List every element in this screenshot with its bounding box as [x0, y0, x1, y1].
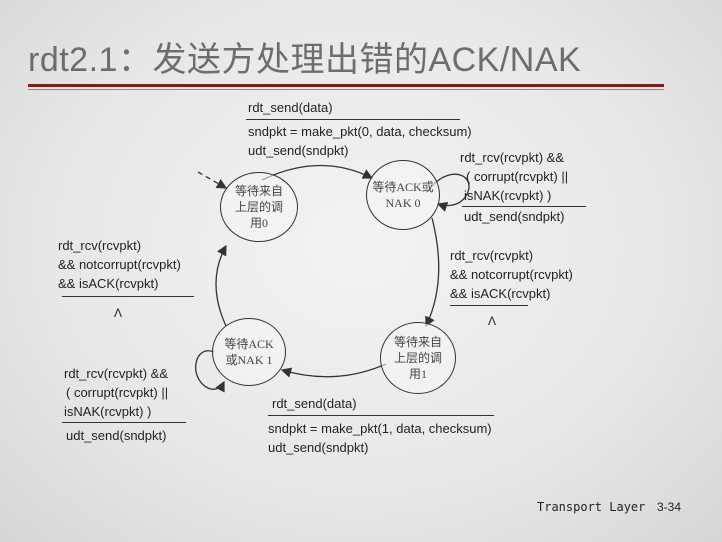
right-separator — [450, 305, 528, 306]
state-wait-call-0: 等待来自 上层的调 用0 — [220, 172, 298, 242]
initial-state-arrow — [197, 171, 228, 189]
self-left-event-2: ( corrupt(rcvpkt) || — [66, 385, 169, 400]
top-separator — [246, 119, 460, 120]
state-wait-ack-nak-0-label: 等待ACK或 NAK 0 — [372, 180, 434, 210]
state-wait-ack-nak-1: 等待ACK 或NAK 1 — [212, 318, 286, 386]
left-separator — [62, 296, 194, 297]
arrow-s2-to-s3 — [280, 363, 387, 378]
bottom-event: rdt_send(data) — [272, 396, 357, 411]
footer-page-number: 3-34 — [657, 500, 682, 514]
left-event-1: rdt_rcv(rcvpkt) — [58, 238, 142, 253]
state-wait-call-1: 等待来自 上层的调 用1 — [380, 322, 456, 394]
footer-text: Transport Layer — [537, 500, 646, 514]
self-left-action: udt_send(sndpkt) — [66, 428, 167, 443]
bottom-action-2: udt_send(sndpkt) — [268, 440, 369, 455]
left-event-3: && isACK(rcvpkt) — [58, 276, 159, 291]
state-wait-ack-nak-0: 等待ACK或 NAK 0 — [366, 160, 440, 230]
title-underline — [28, 84, 664, 87]
state-wait-call-1-label: 等待来自 上层的调 用1 — [393, 335, 442, 381]
self-left-event-3: isNAK(rcvpkt) ) — [64, 404, 152, 419]
top-event: rdt_send(data) — [248, 100, 333, 115]
arrow-s3-to-s0 — [215, 244, 227, 327]
title-underline-thin — [28, 89, 664, 90]
self-loop-s3 — [195, 350, 225, 393]
self-loop-s1 — [431, 173, 470, 212]
self-left-event-1: rdt_rcv(rcvpkt) && — [64, 366, 169, 381]
self-right-event-1: rdt_rcv(rcvpkt) && — [460, 150, 565, 165]
slide-title: rdt2.1：发送方处理出错的ACK/NAK — [28, 41, 582, 79]
right-event-1: rdt_rcv(rcvpkt) — [450, 248, 534, 263]
left-event-2: && notcorrupt(rcvpkt) — [58, 257, 181, 272]
self-right-action: udt_send(sndpkt) — [464, 209, 565, 224]
self-left-separator — [62, 422, 186, 423]
self-right-separator — [462, 206, 586, 207]
right-action: Λ — [488, 314, 497, 328]
right-event-2: && notcorrupt(rcvpkt) — [450, 267, 573, 282]
self-right-event-3: isNAK(rcvpkt) ) — [464, 188, 552, 203]
self-right-event-2: ( corrupt(rcvpkt) || — [466, 169, 569, 184]
bottom-action-1: sndpkt = make_pkt(1, data, checksum) — [268, 421, 492, 436]
state-wait-ack-nak-1-label: 等待ACK 或NAK 1 — [224, 337, 274, 367]
left-action: Λ — [114, 306, 123, 320]
state-wait-call-0-label: 等待来自 上层的调 用0 — [234, 184, 283, 230]
bottom-separator — [268, 415, 494, 416]
right-event-3: && isACK(rcvpkt) — [450, 286, 551, 301]
top-action-1: sndpkt = make_pkt(0, data, checksum) — [248, 124, 472, 139]
top-action-2: udt_send(sndpkt) — [248, 143, 349, 158]
arrow-s1-to-s2 — [425, 217, 440, 328]
